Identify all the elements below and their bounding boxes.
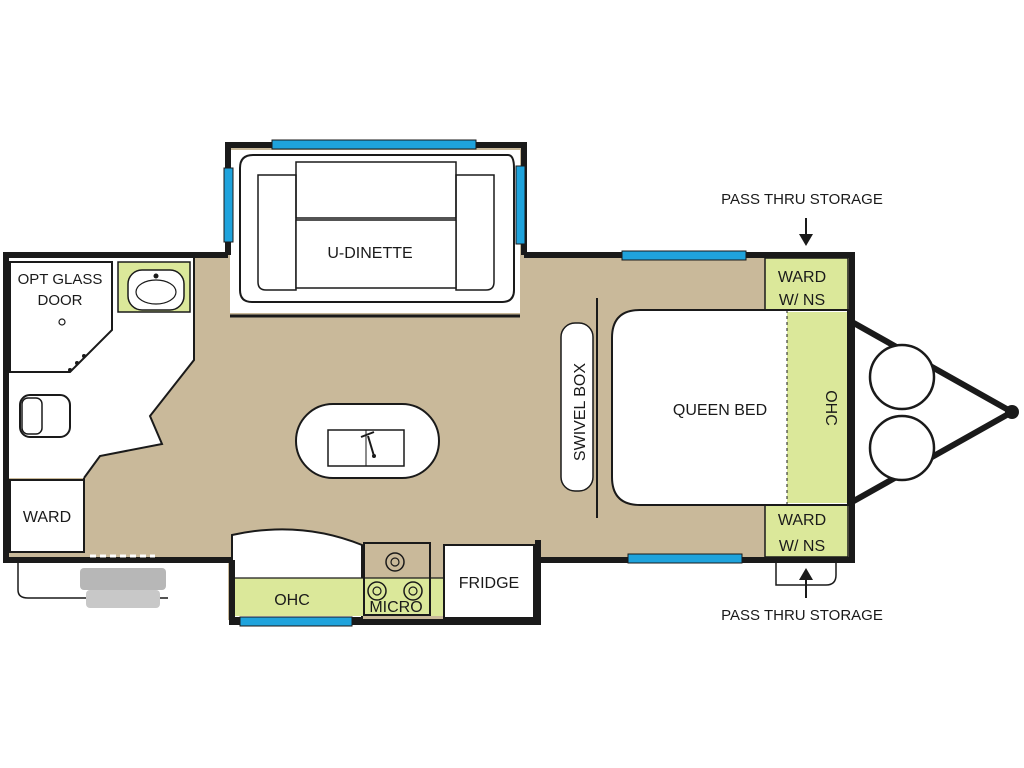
window: [239, 616, 353, 627]
ward-bottom-label-1: WARD: [778, 512, 826, 529]
micro-label: MICRO: [369, 599, 422, 616]
window: [515, 165, 526, 245]
window: [621, 250, 747, 261]
dinette-seat-cushion: [257, 174, 297, 291]
dinette-seat-cushion: [455, 174, 495, 291]
glass-door-label-2: DOOR: [38, 292, 83, 309]
arrow-down-icon: [799, 218, 813, 246]
swivel-box-label: SWIVEL BOX: [572, 363, 589, 461]
wardrobe-left: [9, 479, 85, 553]
fridge: [443, 544, 535, 619]
window: [271, 139, 477, 150]
fridge-label: FRIDGE: [459, 575, 519, 592]
ward-left-label: WARD: [23, 509, 71, 526]
pass-thru-bottom-label: PASS THRU STORAGE: [721, 607, 883, 624]
shower: [9, 261, 113, 373]
toilet-icon: [19, 394, 71, 438]
bathroom-sink-bowl: [135, 279, 177, 305]
kitchen-sink-icon: [327, 429, 405, 467]
dinette-table: [295, 219, 457, 289]
step: [80, 568, 166, 590]
bed-headboard-ohc: [787, 312, 847, 503]
swivel-box: [560, 322, 594, 492]
stove-burners-icon: [363, 542, 431, 616]
dinette-back-cushion: [295, 161, 457, 219]
ward-top-label-1: WARD: [778, 269, 826, 286]
rear-step: [775, 562, 837, 586]
bedroom-ohc-label: OHC: [822, 390, 839, 426]
windows: [223, 139, 747, 627]
hitch-icon: [850, 319, 1019, 505]
shower-detail: [75, 361, 79, 365]
queen-bed-label: QUEEN BED: [673, 402, 767, 419]
dinette-label: U-DINETTE: [327, 245, 412, 262]
pass-thru-top-label: PASS THRU STORAGE: [721, 191, 883, 208]
arrow-up-icon: [799, 568, 813, 598]
window: [223, 167, 234, 243]
bathroom-wall: [83, 258, 195, 479]
shower-detail: [68, 368, 72, 372]
shower-drain-icon: [58, 318, 66, 326]
bathroom-faucet: [153, 273, 159, 279]
shower-detail: [82, 354, 86, 358]
kitchen-ohc: [234, 578, 444, 616]
ward-top-label-2: W/ NS: [779, 292, 825, 309]
entry-steps: [17, 554, 168, 608]
window: [627, 553, 743, 564]
step: [86, 590, 160, 608]
glass-door-label-1: OPT GLASS: [18, 271, 103, 288]
kitchen-ohc-label: OHC: [274, 592, 310, 609]
ward-bottom-label-2: W/ NS: [779, 538, 825, 555]
